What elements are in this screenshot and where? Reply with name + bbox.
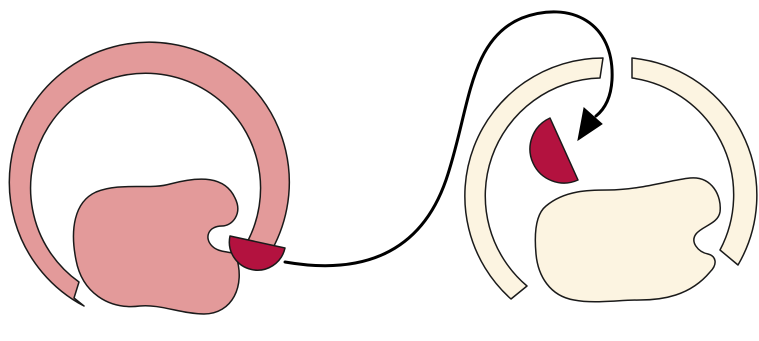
left-blob — [73, 179, 239, 314]
right-piece — [530, 118, 578, 183]
right-blob — [535, 178, 720, 302]
left-figure — [9, 42, 289, 314]
